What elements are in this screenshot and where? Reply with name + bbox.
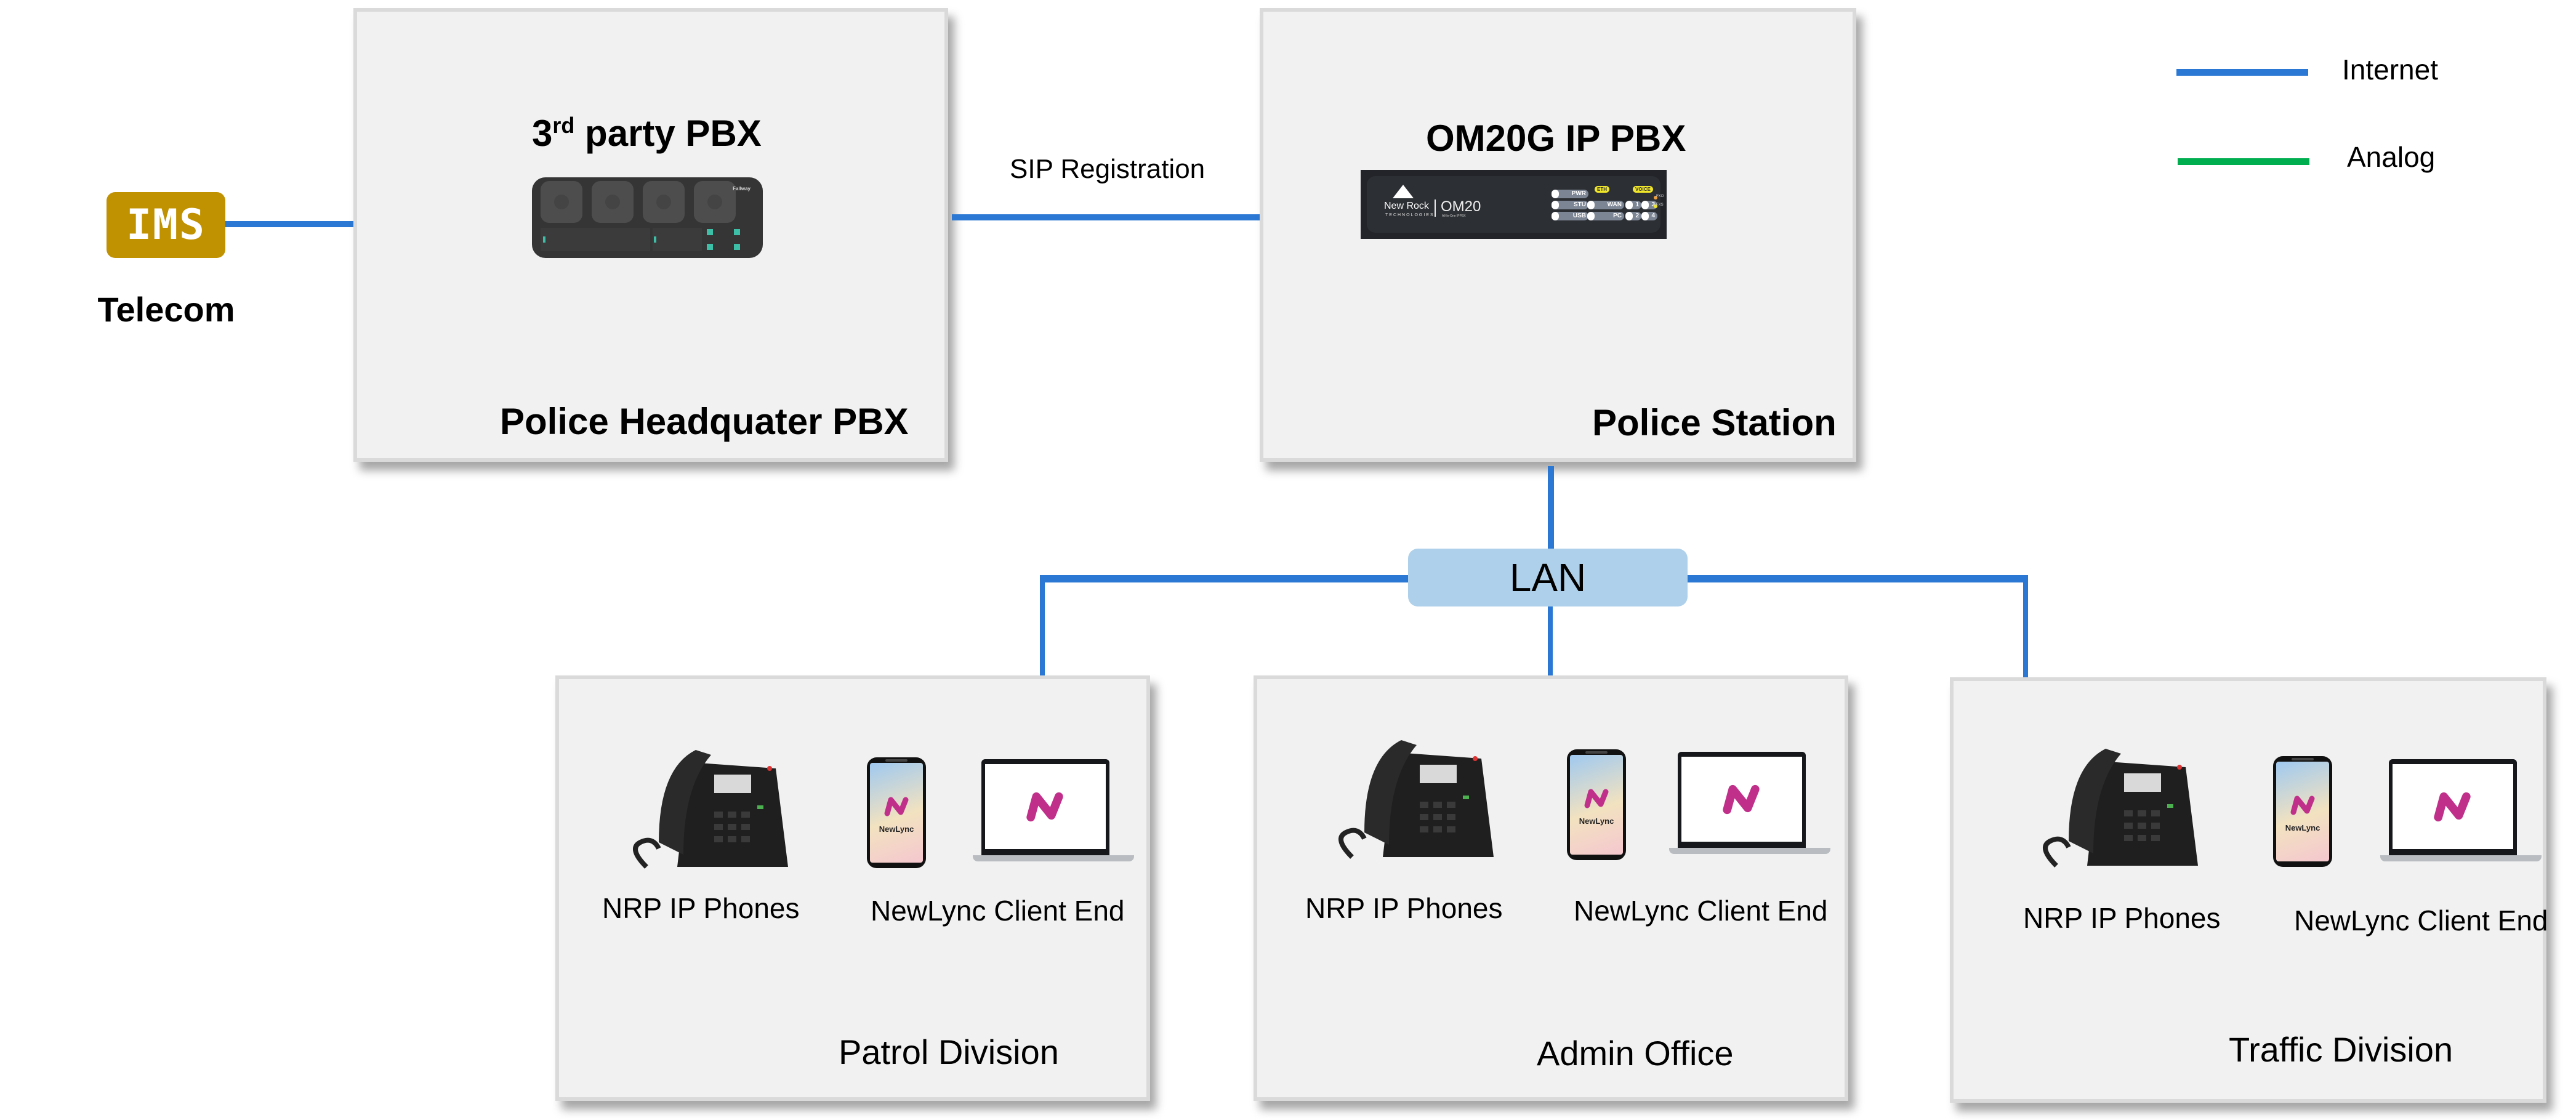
lan-to-patrol-link — [1040, 579, 1045, 676]
pbx-brand: Fallway — [733, 186, 751, 191]
led-pwr: PWR — [1552, 190, 1588, 198]
telecom-label: Telecom — [97, 290, 235, 329]
legend-analog-label: Analog — [2347, 141, 2436, 173]
title-sup: rd — [552, 113, 575, 138]
traffic-phones-label: NRP IP Phones — [2023, 902, 2221, 934]
ims-badge: IMS — [107, 192, 225, 258]
newlync-logo-icon — [2290, 796, 2315, 815]
laptop-icon — [973, 759, 1134, 870]
lan-to-traffic-link — [2023, 579, 2028, 677]
laptop-icon — [1669, 752, 1830, 863]
headquarter-label: Police Headquater PBX — [500, 401, 909, 442]
newlync-logo-icon — [1723, 784, 1760, 815]
newrock-logo: New Rock — [1384, 185, 1429, 212]
led-usb: USB — [1552, 212, 1588, 220]
laptop-icon — [2380, 759, 2542, 870]
device-model: OM20 — [1441, 198, 1481, 215]
ip-desk-phone-icon — [622, 744, 794, 873]
lan-label: LAN — [1509, 555, 1587, 600]
ims-badge-text: IMS — [126, 201, 206, 249]
led-pc: PC — [1587, 212, 1624, 220]
patrol-division-box — [555, 675, 1150, 1101]
device-brand: New Rock — [1384, 201, 1429, 211]
mobile-phone-icon: NewLync — [2273, 756, 2332, 867]
traffic-division-label: Traffic Division — [2229, 1030, 2453, 1069]
station-label: Police Station — [1592, 402, 1837, 443]
device-brand-sub: TECHNOLOGIES — [1385, 213, 1435, 217]
eth-tag: ETH — [1595, 186, 1609, 193]
device-model-sub: All-In-One IPPBX — [1442, 214, 1466, 218]
om20g-title: OM20G IP PBX — [1426, 118, 1686, 159]
sip-registration-link — [952, 214, 1260, 220]
mobile-app-name: NewLync — [1579, 816, 1614, 826]
patrol-phones-label: NRP IP Phones — [602, 892, 800, 924]
title-base: 3 — [532, 113, 553, 154]
mobile-phone-icon: NewLync — [867, 757, 926, 868]
station-to-lan-link — [1548, 466, 1554, 549]
voice-tag: VOICE — [1633, 186, 1653, 193]
fxs-label: FXS — [1656, 203, 1664, 207]
sip-registration-label: SIP Registration — [1010, 154, 1205, 184]
mobile-app-name: NewLync — [879, 824, 914, 834]
title-rest: party PBX — [574, 113, 762, 154]
legend-internet-swatch — [2176, 69, 2308, 76]
admin-office-box — [1254, 675, 1848, 1101]
lan-node: LAN — [1408, 549, 1688, 606]
newlync-logo-icon — [1026, 792, 1063, 822]
ims-to-hq-link — [225, 221, 355, 227]
newlync-logo-icon — [884, 797, 909, 816]
admin-client-label: NewLync Client End — [1574, 895, 1828, 927]
patrol-division-label: Patrol Division — [839, 1033, 1059, 1071]
mobile-phone-icon: NewLync — [1567, 749, 1626, 860]
third-party-pbx-title: 3rd party PBX — [532, 112, 762, 155]
newlync-logo-icon — [1584, 789, 1609, 808]
ip-desk-phone-icon — [2032, 743, 2204, 872]
voice-port-2: 2 — [1625, 212, 1641, 220]
legend-internet-label: Internet — [2342, 54, 2438, 86]
lan-left-bus — [1040, 575, 1408, 582]
voice-port-1: 1 — [1625, 201, 1641, 209]
voice-port-3: 3 — [1641, 201, 1657, 209]
fxo-label: FXO — [1656, 195, 1664, 198]
mobile-app-name: NewLync — [2285, 823, 2320, 832]
newrock-mountain-icon — [1393, 185, 1414, 198]
admin-phones-label: NRP IP Phones — [1305, 892, 1503, 924]
led-stu: STU — [1552, 201, 1588, 209]
admin-office-label: Admin Office — [1537, 1034, 1734, 1073]
traffic-division-box — [1950, 677, 2546, 1103]
third-party-pbx-device: Fallway — [532, 177, 763, 258]
led-wan: WAN — [1587, 201, 1624, 209]
legend-analog-swatch — [2178, 158, 2309, 165]
ip-desk-phone-icon — [1327, 734, 1500, 863]
lan-right-bus — [1688, 575, 2028, 582]
lan-to-admin-link — [1548, 606, 1553, 675]
om20-device: New Rock TECHNOLOGIES OM20 All-In-One IP… — [1361, 170, 1667, 239]
patrol-client-label: NewLync Client End — [871, 895, 1125, 927]
voice-port-4: 4 — [1641, 212, 1657, 220]
newlync-logo-icon — [2434, 792, 2471, 822]
traffic-client-label: NewLync Client End — [2294, 904, 2548, 937]
